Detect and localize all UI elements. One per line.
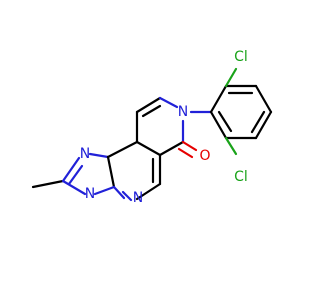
molecule-canvas: Cl Cl N N N N O bbox=[31, 49, 273, 206]
bond-triazole-5 bbox=[61, 179, 87, 196]
bond-aryl-4-double bbox=[250, 110, 266, 134]
atom-n-pyrimidine: N bbox=[133, 190, 143, 206]
bond-triazole-1 bbox=[61, 156, 81, 183]
atom-o-carbonyl: O bbox=[199, 148, 210, 164]
bond-pyrimidine-5-double bbox=[121, 190, 133, 202]
bond-methyl bbox=[31, 179, 65, 189]
bond-pyridinone-2 bbox=[135, 96, 162, 114]
bond-pyrimidine-5 bbox=[112, 185, 126, 200]
atom-n-triazole-bottom: N bbox=[85, 186, 95, 202]
bond-pyrimidine-2 bbox=[135, 140, 162, 157]
bond-carbonyl bbox=[181, 140, 198, 152]
bond-aryl-1 bbox=[209, 84, 228, 114]
bond-pyrimidine-1 bbox=[106, 140, 139, 159]
bond-pyridinone-3 bbox=[158, 96, 179, 109]
bond-triazole-2 bbox=[88, 152, 110, 159]
bond-triazole-1-double bbox=[67, 164, 84, 186]
molecule-structure: Cl Cl N N N N O bbox=[31, 49, 273, 206]
bond-cl-top bbox=[224, 67, 238, 88]
atom-cl-top: Cl bbox=[234, 49, 248, 65]
bond-carbonyl-double bbox=[177, 147, 194, 159]
bond-aryl-6-double bbox=[217, 110, 233, 133]
bond-aryl-4 bbox=[254, 110, 273, 140]
atom-n-ring-right: N bbox=[178, 104, 188, 120]
bond-cl-right bbox=[224, 136, 238, 156]
atom-n-triazole-top: N bbox=[80, 146, 90, 162]
bond-triazole-4 bbox=[93, 185, 116, 196]
bond-pyrimidine-4 bbox=[135, 182, 162, 201]
bond-pyridinone-5 bbox=[158, 140, 185, 157]
bond-aryl-6 bbox=[209, 110, 228, 140]
bond-aryl-3 bbox=[254, 84, 273, 114]
atom-cl-right: Cl bbox=[234, 169, 248, 185]
bond-pyridinone-2-double bbox=[141, 104, 162, 118]
bond-triazole-3 bbox=[106, 155, 116, 189]
